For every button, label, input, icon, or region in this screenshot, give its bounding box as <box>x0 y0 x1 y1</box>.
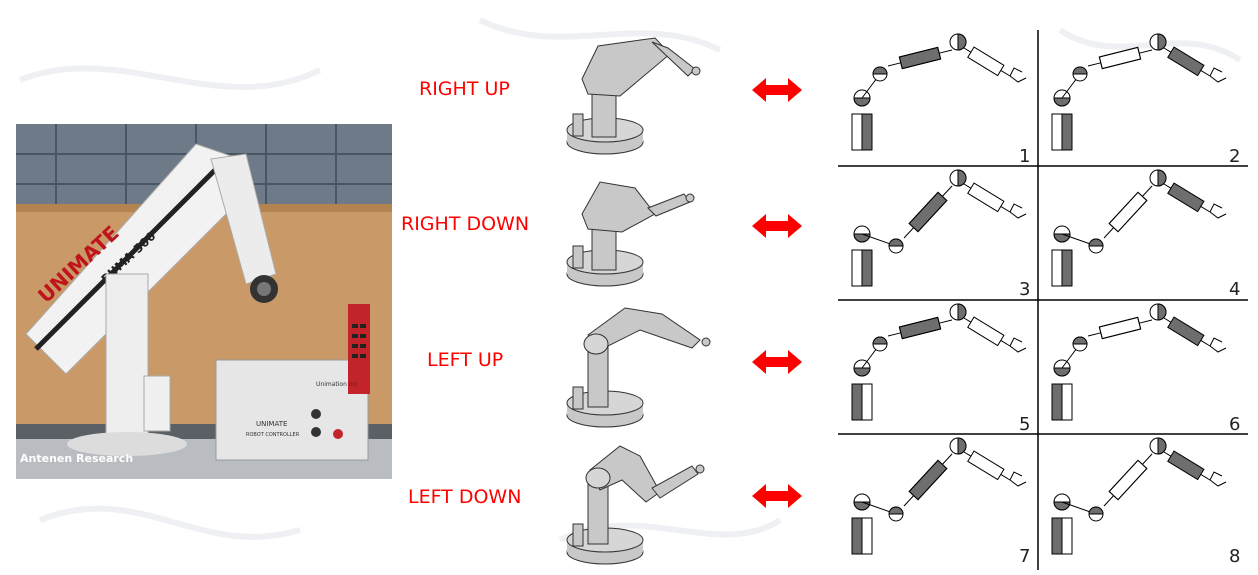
arm-left-down-drawing <box>566 445 705 565</box>
label-right-up: RIGHT UP <box>419 78 510 100</box>
schematic-cell-2 <box>1051 33 1227 151</box>
double-arrow-icon <box>752 484 802 508</box>
cell-number-3: 3 <box>1019 279 1031 300</box>
schematic-cell-6 <box>1051 303 1227 421</box>
schematic-cell-5 <box>851 303 1027 421</box>
schematic-cell-1 <box>851 33 1027 151</box>
schematic-cell-4 <box>1051 169 1227 287</box>
cell-number-2: 2 <box>1229 146 1241 167</box>
cell-number-4: 4 <box>1229 279 1241 300</box>
label-left-down: LEFT DOWN <box>408 486 522 508</box>
controller-caption-text: ROBOT CONTROLLER <box>246 432 300 438</box>
grid-lines <box>838 30 1248 570</box>
double-arrow-icon <box>752 78 802 102</box>
schematic-cell-8 <box>1051 437 1227 555</box>
robot-photo: UNIMATE PUMA 500 UNIMATE ROBOT CONTROLLE… <box>16 124 392 479</box>
double-arrow-icon <box>752 214 802 238</box>
tag-text: Unimation Inc <box>316 381 358 388</box>
configuration-grid: 1 2 3 4 5 6 7 8 <box>838 30 1248 570</box>
label-left-up: LEFT UP <box>427 349 504 371</box>
cell-number-7: 7 <box>1019 546 1031 567</box>
arm-right-down-drawing <box>566 181 695 287</box>
cell-number-6: 6 <box>1229 414 1241 435</box>
cell-number-8: 8 <box>1229 546 1241 567</box>
double-arrow-icon <box>752 350 802 374</box>
schematic-cell-3 <box>851 169 1027 287</box>
arm-left-up-drawing <box>566 307 711 428</box>
label-right-down: RIGHT DOWN <box>401 213 530 235</box>
cell-number-5: 5 <box>1019 414 1031 435</box>
photo-credit: Antenen Research <box>20 452 134 465</box>
schematic-cell-7 <box>851 437 1027 555</box>
controller-brand-text: UNIMATE <box>256 420 287 428</box>
arm-right-up-drawing <box>566 37 701 155</box>
cell-number-1: 1 <box>1019 146 1031 167</box>
